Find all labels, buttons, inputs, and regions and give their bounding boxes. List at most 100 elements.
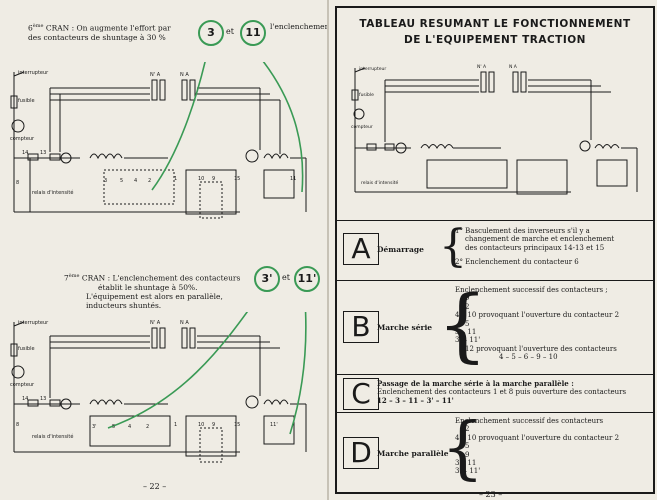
label-2-b: 2	[146, 424, 149, 430]
table-row-b: B Marche série { Enclenchement successif…	[337, 280, 653, 375]
badge-3-prime: 3'	[254, 266, 280, 292]
summary-label-na-2: N A	[509, 64, 518, 70]
cran7-line1: CRAN : L'enclenchement des contacteurs	[81, 273, 241, 283]
label-compteur-2: compteur	[10, 382, 35, 388]
left-page: 6ème CRAN : On augmente l'effort par des…	[0, 0, 332, 500]
row-text-b: Enclenchement successif des contacteurs …	[455, 286, 619, 362]
label-3: 3	[104, 178, 107, 184]
label-11: 11	[290, 176, 296, 182]
label-10-b: 10	[198, 422, 204, 428]
row-letter-a: A	[343, 233, 379, 265]
table-title-line1: TABLEAU RESUMANT LE FONCTIONNEMENT	[359, 18, 631, 30]
row-a-line: 2° Enclenchement du contacteur 6	[455, 258, 579, 267]
summary-label-fusible: fusible	[359, 92, 374, 98]
label-4-b: 4	[128, 424, 131, 430]
label-2: 2	[148, 178, 151, 184]
table-row-c: C Passage de la marche série à la marche…	[337, 374, 653, 413]
row-b-line: 5	[465, 319, 470, 328]
cran7-line3: L'équipement est alors en parallèle,	[86, 291, 223, 301]
badge-3: 3	[198, 20, 224, 46]
summary-table: TABLEAU RESUMANT LE FONCTIONNEMENT DE L'…	[335, 6, 655, 494]
book-gutter	[327, 0, 330, 500]
row-a-line: 1° Basculement des inverseurs s'il y a	[455, 227, 590, 235]
row-b-line: 4 – 10 provoquant l'ouverture du contact…	[455, 311, 620, 320]
row-c-line: Enclenchement des contacteurs 1 et 8 pui…	[377, 388, 627, 397]
label-15-b: 15	[234, 422, 240, 428]
row-b-line: 3' – 11'	[455, 336, 481, 345]
row-text-c: Passage de la marche série à la marche p…	[377, 379, 627, 405]
cran7-line2: établit le shuntage à 50%.	[98, 282, 198, 292]
row-d-line: 4 – 10 provoquant l'ouverture du contact…	[455, 433, 620, 442]
badge-11-prime: 11'	[294, 266, 320, 292]
label-3p-b: 3'	[92, 424, 97, 430]
label-10: 10	[198, 176, 204, 182]
label-5: 5	[120, 178, 123, 184]
label-na-3: N' A	[150, 320, 161, 326]
label-11p-b: 11'	[270, 422, 278, 428]
row-b-line: 2	[465, 302, 470, 311]
row-name-a: Démarrage	[377, 245, 424, 254]
label-13: 13	[40, 150, 46, 156]
row-letter-b: B	[343, 311, 379, 343]
label-na-2: N A	[180, 72, 189, 78]
label-relais: relais d'intensité	[32, 189, 73, 196]
label-interrupteur-2: interrupteur	[18, 320, 49, 326]
row-a-line: changement de marche et enclenchement	[465, 235, 615, 244]
row-text-a: 1° Basculement des inverseurs s'il y a c…	[455, 227, 614, 267]
badge-join-2: et	[282, 273, 290, 282]
row-d-line: 2	[465, 425, 470, 434]
summary-label-interrupteur: interrupteur	[359, 66, 386, 72]
label-14: 14	[22, 150, 28, 156]
summary-label-relais: relais d'intensité	[361, 179, 398, 186]
row-d-line: 3' – 11'	[455, 467, 481, 476]
row-a-line: des contacteurs principaux 14-13 et 15	[465, 243, 605, 252]
label-interrupteur: interrupteur	[18, 70, 49, 76]
brace-d: {	[441, 409, 485, 488]
label-compteur: compteur	[10, 136, 35, 142]
label-9: 9	[212, 176, 215, 182]
lower-circuit-diagram: interrupteur fusible compteur 14 13 8 re…	[10, 312, 307, 463]
badge-11: 11	[240, 20, 266, 46]
table-row-d: D Marche parallèle { Enclenchement succe…	[337, 412, 653, 493]
cran6-caption: 6ème CRAN : On augmente l'effort par des…	[28, 23, 171, 42]
page-number-left: – 22 –	[143, 482, 167, 491]
label-8: 8	[16, 180, 19, 186]
row-b-line: 12 provoquant l'ouverture des contacteur…	[465, 344, 617, 353]
cran6-line2: des contacteurs de shuntage à 30 %	[28, 32, 166, 42]
cran6-number: 6	[28, 23, 33, 33]
cran7-caption: 7ème CRAN : L'enclenchement des contacte…	[64, 273, 241, 310]
label-14-b: 14	[22, 396, 28, 402]
cran7-number: 7	[64, 273, 69, 283]
summary-label-compteur: compteur	[351, 124, 373, 130]
row-letter-d: D	[343, 437, 379, 469]
label-1: 1	[174, 176, 177, 182]
label-na-4: N A	[180, 320, 189, 326]
brace-a: {	[439, 221, 467, 272]
label-fusible: fusible	[18, 98, 35, 104]
brace-b: {	[437, 278, 488, 371]
cran6-line1: CRAN : On augmente l'effort par	[45, 23, 171, 33]
label-4: 4	[134, 178, 137, 184]
label-15: 15	[234, 176, 240, 182]
row-b-line: Enclenchement successif des contacteurs …	[455, 286, 608, 294]
label-13-b: 13	[40, 396, 46, 402]
right-page: TABLEAU RESUMANT LE FONCTIONNEMENT DE L'…	[329, 0, 657, 500]
row-name-d: Marche parallèle	[377, 449, 449, 458]
summary-label-na-1: N' A	[477, 64, 487, 70]
row-text-d: Enclenchement successif des contacteurs …	[455, 417, 619, 476]
label-1-b: 1	[174, 422, 177, 428]
row-b-line: 4 – 5 – 6 – 9 – 10	[499, 353, 558, 362]
row-letter-c: C	[343, 378, 379, 410]
row-name-b: Marche série	[377, 323, 433, 332]
page-number-right: – 23 –	[479, 490, 503, 499]
row-d-line: 5	[465, 442, 470, 451]
label-8-b: 8	[16, 422, 19, 428]
badge-join-1: et	[226, 27, 234, 36]
label-5-b: 5	[112, 424, 115, 430]
row-b-line: 3 – 11	[455, 328, 477, 337]
label-na-1: N' A	[150, 72, 161, 78]
table-title-line2: DE L'EQUIPEMENT TRACTION	[404, 34, 586, 46]
row-d-line: Enclenchement successif des contacteurs	[455, 417, 604, 425]
table-row-a: A Démarrage { 1° Basculement des inverse…	[337, 220, 653, 281]
